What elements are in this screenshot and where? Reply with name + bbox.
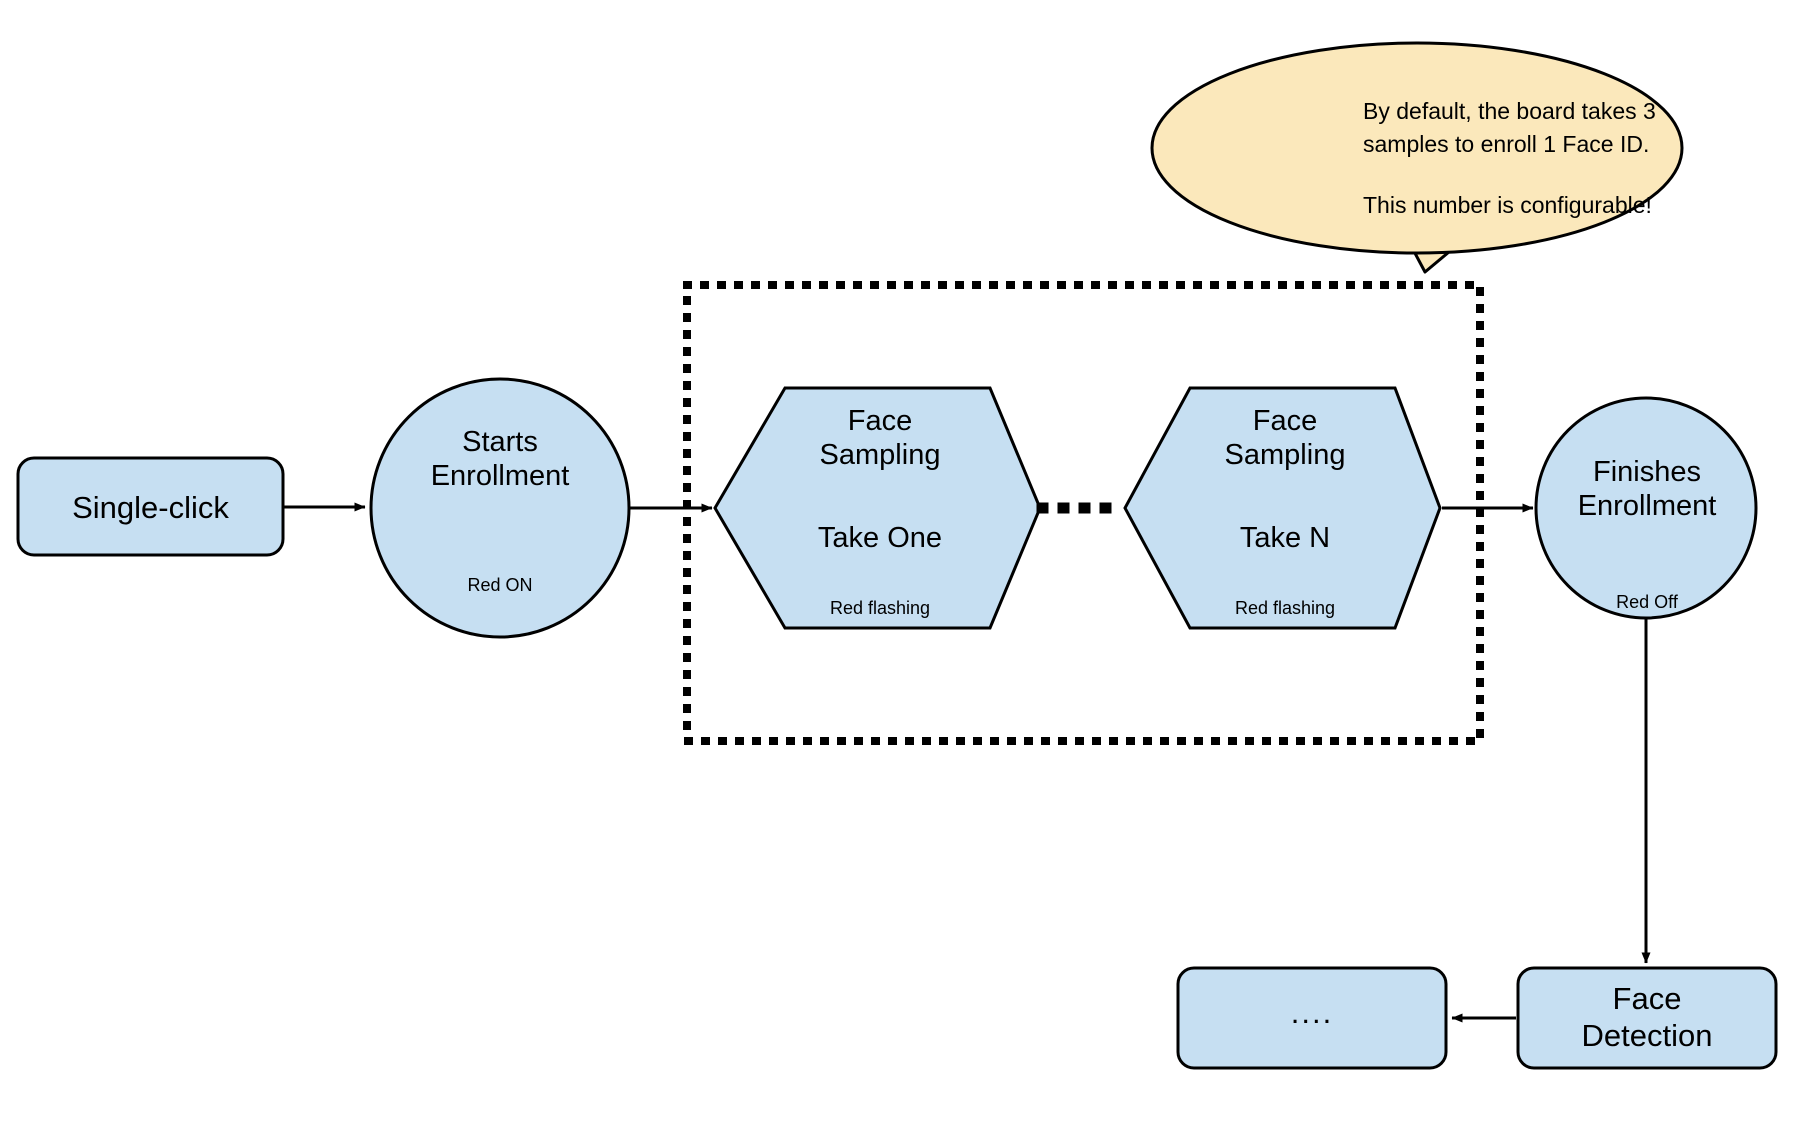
face-sampling-one-shape[interactable] <box>713 386 1042 630</box>
face-detection-shape[interactable] <box>1516 966 1778 1070</box>
sampling-group-border <box>683 281 1484 745</box>
callout-line-2: samples to enroll 1 Face ID. <box>1363 131 1650 157</box>
continuation-shape[interactable] <box>1176 966 1448 1070</box>
callout-bubble <box>1150 41 1684 255</box>
starts-enrollment-shape[interactable] <box>369 377 631 639</box>
finishes-enrollment-shape[interactable] <box>1534 396 1758 620</box>
callout-tail-seam <box>1396 192 1478 222</box>
face-sampling-n-shape[interactable] <box>1123 386 1442 630</box>
callout-line-1: By default, the board takes 3 <box>1363 98 1656 124</box>
callout-line-3: This number is configurable! <box>1363 192 1652 218</box>
single-click-shape[interactable] <box>16 456 285 557</box>
